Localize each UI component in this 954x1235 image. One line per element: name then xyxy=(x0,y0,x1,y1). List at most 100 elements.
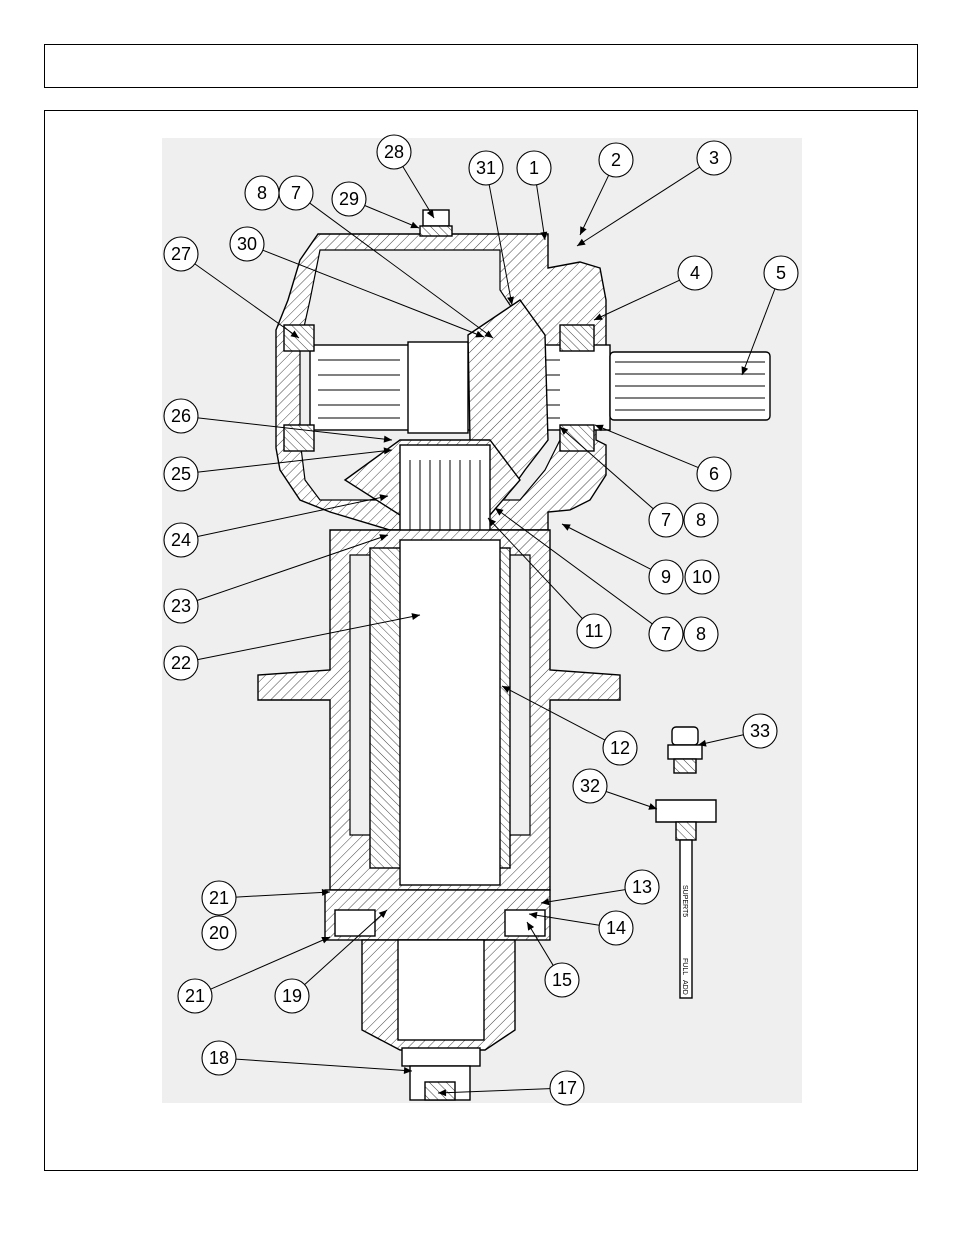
callout-label-c14: 14 xyxy=(606,918,626,938)
callout-label-c21b: 21 xyxy=(185,986,205,1006)
arrowhead-c4 xyxy=(594,313,603,320)
callout-circle-c20 xyxy=(201,915,237,951)
arrowhead-c14 xyxy=(529,911,538,919)
callout-circle-c6 xyxy=(696,456,732,492)
callout-circle-c9 xyxy=(648,559,684,595)
callout-c18: 18 xyxy=(201,1040,237,1076)
callout-circle-c27 xyxy=(163,236,199,272)
pinion-gear xyxy=(343,439,521,541)
leader-line-c3 xyxy=(576,166,700,247)
callout-circle-c14 xyxy=(598,910,634,946)
arrowhead-c12 xyxy=(502,686,511,693)
callout-c29: 29 xyxy=(331,181,367,217)
callout-c32: 32 xyxy=(572,768,608,804)
arrowhead-c26 xyxy=(383,435,392,443)
callout-label-c33: 33 xyxy=(750,721,770,741)
callout-label-c7b: 7 xyxy=(291,183,301,203)
leader-line-c31 xyxy=(488,184,513,306)
arrowhead-c25 xyxy=(383,447,392,455)
callout-c2: 2 xyxy=(598,142,634,178)
callout-c11: 11 xyxy=(576,613,612,649)
callout-circle-c24 xyxy=(163,522,199,558)
leader-line-c6 xyxy=(594,424,699,468)
callout-c5: 5 xyxy=(763,255,799,291)
filler-plug xyxy=(419,209,453,237)
callout-circle-c7a xyxy=(648,502,684,538)
arrowhead-c18 xyxy=(403,1066,412,1074)
header-box xyxy=(44,44,918,88)
callout-c10: 10 xyxy=(684,559,720,595)
callout-label-c7a: 7 xyxy=(661,510,671,530)
callout-label-c8a: 8 xyxy=(696,510,706,530)
callout-label-c13: 13 xyxy=(632,877,652,897)
callout-c7c: 7 xyxy=(648,616,684,652)
arrowhead-c11 xyxy=(488,518,497,527)
callout-label-c10: 10 xyxy=(692,567,712,587)
leader-line-c29 xyxy=(364,205,420,229)
callout-label-c25: 25 xyxy=(171,464,191,484)
callout-label-c8b: 8 xyxy=(257,183,267,203)
arrowhead-c7a xyxy=(560,427,569,435)
leader-line-c12 xyxy=(501,685,606,741)
callout-label-c26: 26 xyxy=(171,406,191,426)
callout-c4: 4 xyxy=(677,255,713,291)
arrowhead-c6 xyxy=(595,424,604,432)
callout-circle-c19 xyxy=(274,978,310,1014)
arrowhead-c22 xyxy=(411,613,420,621)
arrowhead-c2 xyxy=(580,226,587,235)
arrowhead-c3 xyxy=(577,238,586,246)
callout-label-c12: 12 xyxy=(610,738,630,758)
callout-label-c23: 23 xyxy=(171,596,191,616)
callout-circle-c21a xyxy=(201,880,237,916)
leader-line-c21a xyxy=(235,891,331,898)
leader-line-c11 xyxy=(487,517,583,619)
callout-circle-c29 xyxy=(331,181,367,217)
callout-c33: 33 xyxy=(742,713,778,749)
arrowhead-c7c xyxy=(495,508,504,516)
leader-line-c2 xyxy=(579,175,610,236)
callout-label-c22: 22 xyxy=(171,653,191,673)
tube-housing xyxy=(257,529,621,891)
leader-line-c18 xyxy=(235,1058,413,1072)
callout-circle-c15 xyxy=(544,962,580,998)
callout-label-c3: 3 xyxy=(709,148,719,168)
callout-circle-c28 xyxy=(376,134,412,170)
leader-line-c13 xyxy=(540,889,626,904)
callout-c14: 14 xyxy=(598,910,634,946)
dipstick-full-text: FULL xyxy=(681,958,688,975)
leader-line-c19 xyxy=(304,909,388,985)
callout-c8c: 8 xyxy=(683,616,719,652)
callout-circle-c2 xyxy=(598,142,634,178)
callout-c9: 9 xyxy=(648,559,684,595)
callout-label-c29: 29 xyxy=(339,189,359,209)
callout-circle-c7c xyxy=(648,616,684,652)
callout-c8a: 8 xyxy=(683,502,719,538)
arrowhead-c5 xyxy=(741,366,749,375)
callout-label-c18: 18 xyxy=(209,1048,229,1068)
dipstick-add-text: ADD xyxy=(681,980,688,995)
callout-circle-c30 xyxy=(229,226,265,262)
arrowhead-c17 xyxy=(438,1089,447,1097)
callout-c12: 12 xyxy=(602,730,638,766)
leader-line-c21b xyxy=(210,936,331,990)
leader-line-c26 xyxy=(197,417,393,441)
callout-circle-c8b xyxy=(244,175,280,211)
callout-label-c5: 5 xyxy=(776,263,786,283)
callout-label-c17: 17 xyxy=(557,1078,577,1098)
callout-c30: 30 xyxy=(229,226,265,262)
callout-c27: 27 xyxy=(163,236,199,272)
arrowhead-c19 xyxy=(378,910,387,918)
dipstick xyxy=(655,799,717,999)
arrowhead-c21a xyxy=(321,888,330,896)
callout-label-c8c: 8 xyxy=(696,624,706,644)
callout-c3: 3 xyxy=(696,140,732,176)
callout-circle-c17 xyxy=(549,1070,585,1106)
callout-circle-c25 xyxy=(163,456,199,492)
callout-circle-c21b xyxy=(177,978,213,1014)
callout-circle-c26 xyxy=(163,398,199,434)
callout-circle-c13 xyxy=(624,869,660,905)
arrowhead-c24 xyxy=(379,494,388,502)
callout-c24: 24 xyxy=(163,522,199,558)
leader-line-c4 xyxy=(593,279,680,321)
